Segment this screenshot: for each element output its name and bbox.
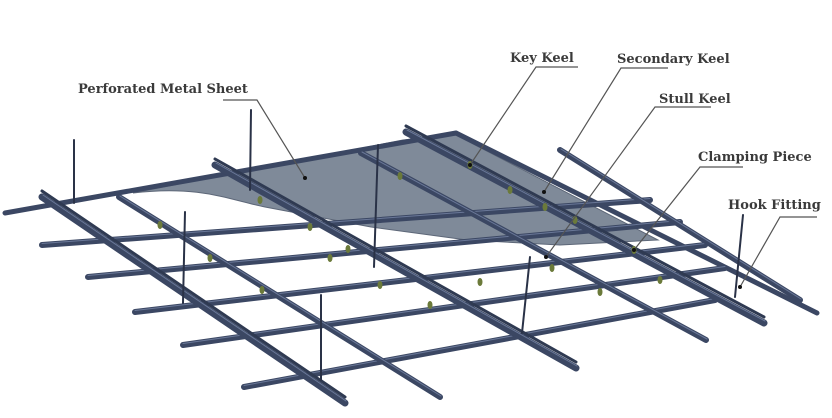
hanger-rod: [734, 214, 744, 298]
clamping-piece: [542, 203, 548, 211]
key-keel-highlight: [42, 194, 347, 402]
key-keel-bar: [402, 128, 768, 327]
leader-line: [469, 66, 578, 166]
secondary-keel-highlight: [560, 148, 802, 300]
hanger-rod: [373, 144, 379, 268]
leader-line: [545, 106, 711, 258]
leader-dot: [544, 255, 548, 259]
key-keel-flange: [213, 157, 578, 364]
hanger-rod: [249, 109, 252, 191]
stull-keel-highlight: [243, 298, 716, 386]
secondary-keel-bar: [358, 150, 709, 343]
key-keel-highlight: [406, 129, 766, 322]
clamping-piece: [377, 281, 383, 289]
clamping-piece: [549, 264, 555, 272]
stull-keel-highlight: [87, 220, 681, 276]
clamping-piece: [397, 172, 403, 180]
clamping-piece: [157, 221, 163, 229]
clamping-piece: [327, 254, 333, 262]
key-keel-flange: [40, 189, 347, 399]
clamping-piece: [657, 276, 663, 284]
label-stull-keel: Stull Keel: [659, 92, 731, 107]
secondary-keel-bar: [116, 194, 443, 400]
clamping-piece: [477, 278, 483, 286]
label-perforated-metal-sheet: Perforated Metal Sheet: [78, 82, 248, 97]
leader-dot: [542, 190, 546, 194]
leader-dot: [738, 285, 742, 289]
clamping-piece: [345, 245, 351, 253]
clamping-piece: [427, 301, 433, 309]
key-keel-bar: [38, 193, 349, 407]
stull-keel-highlight: [182, 266, 726, 344]
key-keel-highlight: [215, 162, 578, 367]
edge-rod: [453, 130, 820, 316]
label-clamping-piece: Clamping Piece: [698, 150, 812, 165]
stull-keel-bar: [241, 297, 718, 390]
key-keel-bar: [211, 161, 580, 372]
clamping-piece: [507, 186, 513, 194]
clamping-piece: [597, 288, 603, 296]
leader-line: [633, 166, 743, 251]
secondary-keel-bar: [557, 147, 803, 303]
leader-line: [223, 99, 306, 179]
label-secondary-keel: Secondary Keel: [617, 52, 730, 67]
hangers: [73, 109, 744, 381]
keel-bars: [2, 124, 820, 407]
leader-dot: [303, 176, 307, 180]
secondary-keel-highlight: [361, 151, 708, 340]
clamping-piece: [207, 254, 213, 262]
secondary-keel-highlight: [119, 195, 442, 397]
leader-line: [543, 67, 668, 193]
stull-keel-bar: [180, 265, 728, 348]
hanger-rod: [182, 211, 186, 304]
leader-dot: [468, 163, 472, 167]
clamping-piece: [257, 196, 263, 204]
leader-dot: [632, 248, 636, 252]
key-keel-flange: [404, 124, 766, 319]
leader-lines: [223, 66, 817, 289]
stull-keel-bar: [85, 219, 683, 280]
label-key-keel: Key Keel: [510, 51, 574, 66]
clamping-piece: [307, 223, 313, 231]
clamping-piece: [259, 286, 265, 294]
label-hook-fitting: Hook Fitting: [728, 198, 821, 213]
clamping-pieces: [157, 161, 663, 309]
leader-line: [739, 216, 817, 288]
hanger-rod: [521, 256, 531, 334]
